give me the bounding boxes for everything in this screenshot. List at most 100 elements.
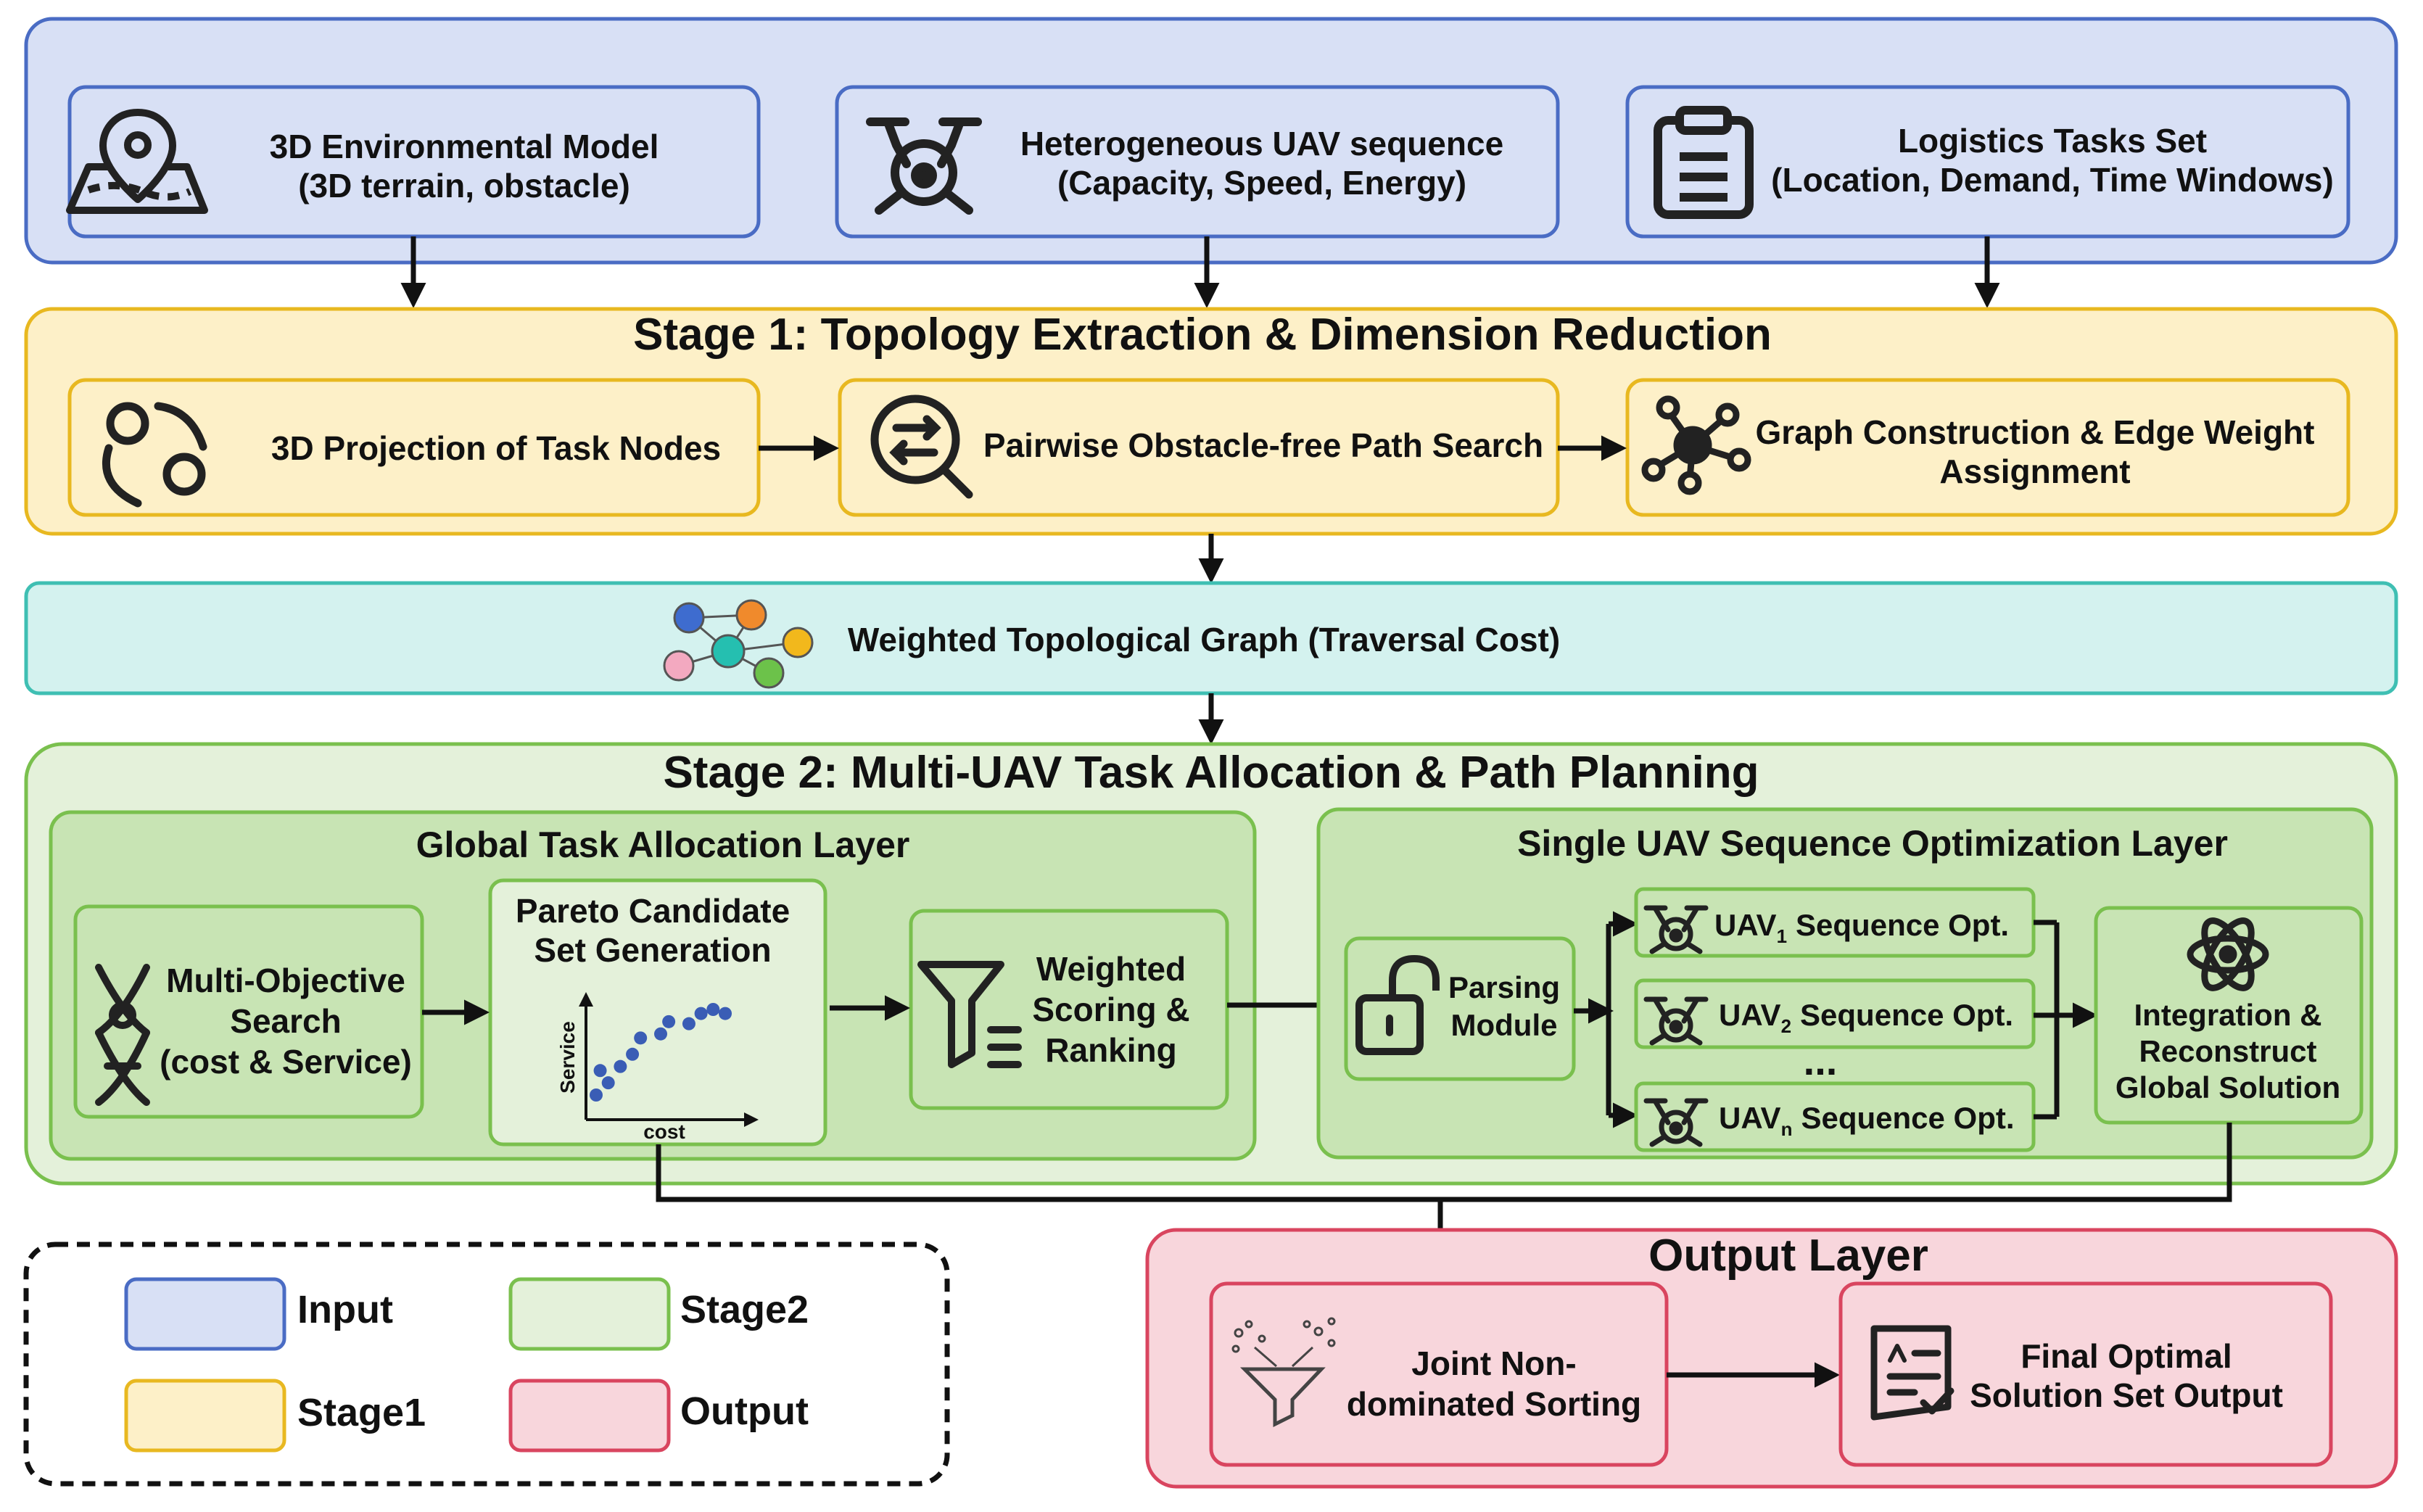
pareto-point (654, 1027, 667, 1041)
uavn-label: UAVn Sequence Opt. (1719, 1101, 2015, 1140)
path-search-box: Pairwise Obstacle-free Path Search (838, 378, 1560, 517)
uav-sequence-line2: (Capacity, Speed, Energy) (1057, 164, 1466, 202)
global-layer-arrows (422, 995, 910, 1025)
graph-construction-box: Graph Construction & Edge Weight Assignm… (1625, 378, 2350, 517)
pareto-point (682, 1017, 695, 1030)
pareto-box: Pareto Candidate Set Generation Service … (488, 878, 827, 1147)
sorting-line1: Joint Non- (1411, 1344, 1576, 1382)
multi-objective-search-box: Multi-Objective Search (cost & Service) (73, 904, 424, 1119)
integration-box: Integration & Reconstruct Global Solutio… (2094, 906, 2364, 1125)
pareto-points (590, 1003, 732, 1102)
projection-label: 3D Projection of Task Nodes (271, 429, 721, 467)
uavn-suffix: Sequence Opt. (1801, 1101, 2014, 1135)
output-panel: Output Layer Joint Non- dominated Sortin… (1145, 1228, 2398, 1489)
sorting-box: Joint Non- dominated Sorting (1209, 1281, 1669, 1467)
scoring-box: Weighted Scoring & Ranking (909, 909, 1229, 1110)
pareto-point (694, 1007, 708, 1020)
global-allocation-layer: Global Task Allocation Layer Multi-Objec… (49, 810, 1257, 1161)
drone-icon (866, 117, 982, 215)
uav-sequence-line1: Heterogeneous UAV sequence (1020, 125, 1503, 162)
final-output-line1: Final Optimal (2020, 1337, 2232, 1375)
legend-stage1: Stage1 (124, 1379, 426, 1453)
uav-sequence-box: Heterogeneous UAV sequence (Capacity, Sp… (835, 85, 1560, 239)
pareto-point (719, 1007, 732, 1020)
colored-graph-icon (663, 599, 814, 689)
uav2-prefix: UAV (1719, 998, 1781, 1032)
uav-ellipsis: ... (1804, 1038, 1838, 1083)
scoring-line3: Ranking (1045, 1031, 1176, 1069)
logistics-tasks-line2: (Location, Demand, Time Windows) (1771, 161, 2334, 199)
drone-icon (1643, 905, 1709, 954)
stage1-panel: Stage 1: Topology Extraction & Dimension… (24, 307, 2398, 536)
funnel-particles-icon (1231, 1317, 1336, 1428)
pareto-line1: Pareto Candidate (516, 892, 790, 930)
clipboard-icon (1654, 106, 1754, 219)
sorting-line2: dominated Sorting (1347, 1385, 1641, 1423)
projection-box: 3D Projection of Task Nodes (67, 378, 761, 517)
pareto-point (601, 1076, 615, 1090)
pareto-point (593, 1064, 607, 1078)
env-model-box: 3D Environmental Model (3D terrain, obst… (66, 85, 761, 239)
legend-stage2: Stage2 (508, 1277, 809, 1351)
legend-input: Input (124, 1277, 393, 1351)
legend-input-label: Input (297, 1288, 393, 1331)
pareto-point (706, 1003, 720, 1016)
global-allocation-title: Global Task Allocation Layer (416, 825, 910, 865)
graph-construction-line2: Assignment (1939, 453, 2130, 490)
env-model-line2: (3D terrain, obstacle) (298, 167, 630, 205)
mos-line3: (cost & Service) (160, 1043, 412, 1081)
pareto-chart: Service cost (556, 992, 759, 1143)
legend-output: Output (508, 1379, 809, 1453)
logistics-tasks-line1: Logistics Tasks Set (1898, 122, 2207, 160)
pareto-x-label: cost (643, 1120, 685, 1143)
pareto-point (626, 1047, 640, 1061)
path-search-label: Pairwise Obstacle-free Path Search (983, 426, 1543, 464)
search-route-icon (870, 394, 973, 499)
graph-construction-line1: Graph Construction & Edge Weight (1756, 413, 2315, 451)
filter-list-icon (917, 961, 1022, 1068)
pareto-y-label: Service (556, 1021, 579, 1094)
scoring-line1: Weighted (1036, 950, 1186, 988)
uav1-subscript: 1 (1777, 925, 1787, 947)
env-model-line1: 3D Environmental Model (270, 128, 659, 165)
legend-stage1-label: Stage1 (297, 1391, 426, 1434)
integration-line3: Global Solution (2116, 1070, 2340, 1104)
drone-icon (1643, 996, 1709, 1046)
dna-person-icon (95, 964, 150, 1106)
single-uav-layer: Single UAV Sequence Optimization Layer P… (1316, 807, 2374, 1160)
final-output-box: Final Optimal Solution Set Output (1838, 1281, 2333, 1467)
weighted-graph-bar: Weighted Topological Graph (Traversal Co… (24, 581, 2398, 695)
stage2-title: Stage 2: Multi-UAV Task Allocation & Pat… (663, 748, 1759, 798)
parsing-line1: Parsing (1448, 970, 1560, 1004)
legend-output-label: Output (680, 1389, 809, 1433)
mos-line2: Search (230, 1002, 341, 1040)
mos-line1: Multi-Objective (166, 962, 405, 999)
parsing-line2: Module (1451, 1008, 1558, 1042)
uav1-prefix: UAV (1714, 908, 1777, 942)
pareto-line2: Set Generation (534, 931, 771, 969)
uavn-subscript: n (1781, 1118, 1793, 1140)
input-to-stage1-arrows (400, 236, 2000, 308)
scoring-line2: Scoring & (1032, 991, 1189, 1028)
uav1-suffix: Sequence Opt. (1796, 908, 2009, 942)
final-output-line2: Solution Set Output (1970, 1376, 2283, 1414)
single-uav-title: Single UAV Sequence Optimization Layer (1517, 823, 2228, 864)
drone-icon (1643, 1098, 1709, 1147)
uav1-box: UAV1 Sequence Opt. (1634, 887, 2036, 958)
uav2-subscript: 2 (1781, 1015, 1791, 1037)
parsing-module-box: Parsing Module (1344, 936, 1576, 1081)
certificate-icon (1870, 1325, 1955, 1421)
input-panel: 3D Environmental Model (3D terrain, obst… (24, 17, 2398, 265)
uavn-prefix: UAV (1719, 1101, 1781, 1135)
network-icon (1641, 395, 1751, 495)
pareto-point (590, 1088, 603, 1102)
legend-stage2-label: Stage2 (680, 1288, 809, 1331)
weighted-graph-label: Weighted Topological Graph (Traversal Co… (848, 621, 1560, 658)
cycle-nodes-icon (102, 402, 207, 508)
unlock-icon (1355, 955, 1440, 1055)
parsing-fanout-arrows (1574, 911, 1638, 1128)
integration-line2: Reconstruct (2139, 1034, 2316, 1068)
stage2-panel: Stage 2: Multi-UAV Task Allocation & Pat… (24, 742, 2398, 1186)
